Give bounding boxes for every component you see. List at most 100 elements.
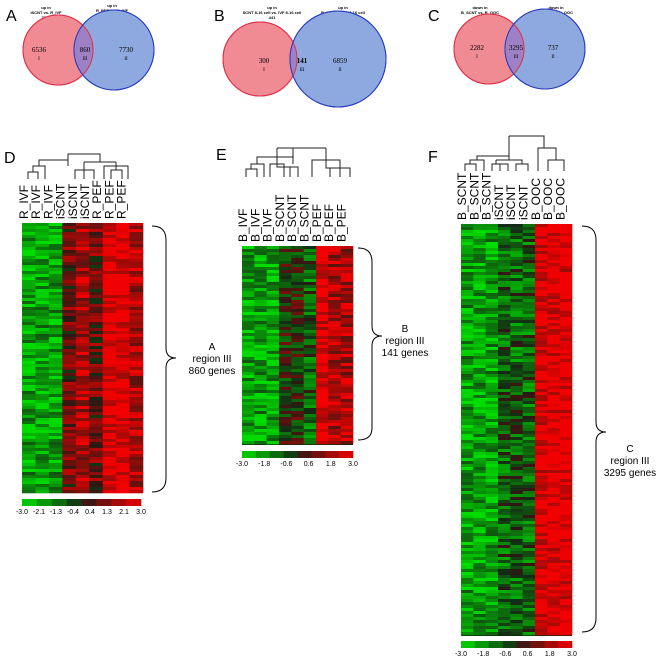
heatmap-cell <box>116 235 130 239</box>
heatmap-cell <box>485 239 499 243</box>
heatmap-cell <box>510 494 523 498</box>
heatmap-cell <box>559 326 573 330</box>
heatmap-cell <box>291 342 304 346</box>
heatmap-cell <box>328 297 341 301</box>
heatmap-cell <box>559 239 573 243</box>
heatmap-cell <box>485 290 499 294</box>
heatmap-cell <box>102 274 117 278</box>
heatmap-cell <box>328 345 341 349</box>
heatmap-cell <box>328 258 341 262</box>
heatmap-cell <box>129 424 144 428</box>
heatmap-cell <box>535 509 548 513</box>
heatmap-cell <box>102 430 117 434</box>
heatmap-cell <box>35 463 50 467</box>
heatmap-cell <box>254 423 267 427</box>
heatmap-cell <box>62 361 77 365</box>
heatmap-cell <box>461 266 474 270</box>
heatmap-cell <box>473 425 486 429</box>
heatmap-cell <box>535 425 548 429</box>
heatmap-cell <box>498 449 511 453</box>
heatmap-cell <box>485 611 499 615</box>
heatmap-cell <box>279 291 292 295</box>
heatmap-cell <box>254 249 267 253</box>
heatmap-cell <box>461 515 474 519</box>
heatmap-cell <box>129 346 144 350</box>
heatmap-cell <box>461 425 474 429</box>
heatmap-cell <box>89 247 103 251</box>
heatmap-cell <box>522 596 536 600</box>
heatmap-cell <box>279 306 292 310</box>
heatmap-cell <box>535 482 548 486</box>
heatmap-cell <box>75 289 90 293</box>
heatmap-cell <box>328 435 341 439</box>
heatmap-cell <box>102 415 117 419</box>
heatmap-cell <box>279 369 292 373</box>
heatmap-cell <box>559 572 573 576</box>
colorbar-tick-label: -1.8 <box>258 461 270 468</box>
heatmap-cell <box>75 406 90 410</box>
heatmap-cell <box>535 569 548 573</box>
venn-c-right-title-1: down in <box>548 5 564 10</box>
heatmap-cell <box>510 458 523 462</box>
heatmap-cell <box>510 326 523 330</box>
heatmap-cell <box>535 494 548 498</box>
heatmap-cell <box>254 435 267 439</box>
heatmap-cell <box>328 399 341 403</box>
heatmap-cell <box>473 326 486 330</box>
heatmap-cell <box>89 238 103 242</box>
heatmap-cell <box>291 441 304 445</box>
colorbar-segment <box>283 451 298 458</box>
heatmap-cell <box>498 431 511 435</box>
heatmap-cell <box>328 279 341 283</box>
heatmap-cell <box>559 287 573 291</box>
heatmap-cell <box>547 509 560 513</box>
heatmap-cell <box>547 437 560 441</box>
heatmap-cell <box>279 408 292 412</box>
heatmap-cell <box>102 271 117 275</box>
heatmap-cell <box>559 404 573 408</box>
heatmap-cell <box>461 332 474 336</box>
heatmap-cell <box>254 276 267 280</box>
heatmap-cell <box>498 557 511 561</box>
heatmap-cell <box>510 545 523 549</box>
heatmap-cell <box>116 430 130 434</box>
heatmap-cell <box>116 445 130 449</box>
heatmap-cell <box>535 365 548 369</box>
venn-a-left-outline <box>22 14 94 86</box>
heatmap-cell <box>535 353 548 357</box>
heatmap-cell <box>485 383 499 387</box>
heatmap-cell <box>102 226 117 230</box>
dendrogram-e <box>245 147 351 177</box>
heatmap-cell <box>535 413 548 417</box>
heatmap-cell <box>485 275 499 279</box>
heatmap-cell <box>485 413 499 417</box>
heatmap-cell <box>340 258 354 262</box>
heatmap-cell <box>89 298 103 302</box>
heatmap-cell <box>279 351 292 355</box>
heatmap-cell <box>498 368 511 372</box>
heatmap-cell <box>498 347 511 351</box>
heatmap-cell <box>116 364 130 368</box>
heatmap-cell <box>328 288 341 292</box>
heatmap-cell <box>510 497 523 501</box>
heatmap-cell <box>303 267 317 271</box>
heatmap-cell <box>102 295 117 299</box>
heatmap-cell <box>62 307 77 311</box>
heatmap-cell <box>522 488 536 492</box>
heatmap-cell <box>35 298 50 302</box>
heatmap-cell <box>48 478 63 482</box>
heatmap-cell <box>485 254 499 258</box>
heatmap-cell <box>522 548 536 552</box>
heatmap-cell <box>485 575 499 579</box>
heatmap-cell <box>559 602 573 606</box>
heatmap-cell <box>473 362 486 366</box>
heatmap-cell <box>254 354 267 358</box>
heatmap-cell <box>547 365 560 369</box>
heatmap-cell <box>461 314 474 318</box>
heatmap-cell <box>547 611 560 615</box>
heatmap-cell <box>266 387 280 391</box>
heatmap-cell <box>89 376 103 380</box>
heatmap-cell <box>22 406 36 410</box>
heatmap-cell <box>279 366 292 370</box>
heatmap-cell <box>129 298 144 302</box>
